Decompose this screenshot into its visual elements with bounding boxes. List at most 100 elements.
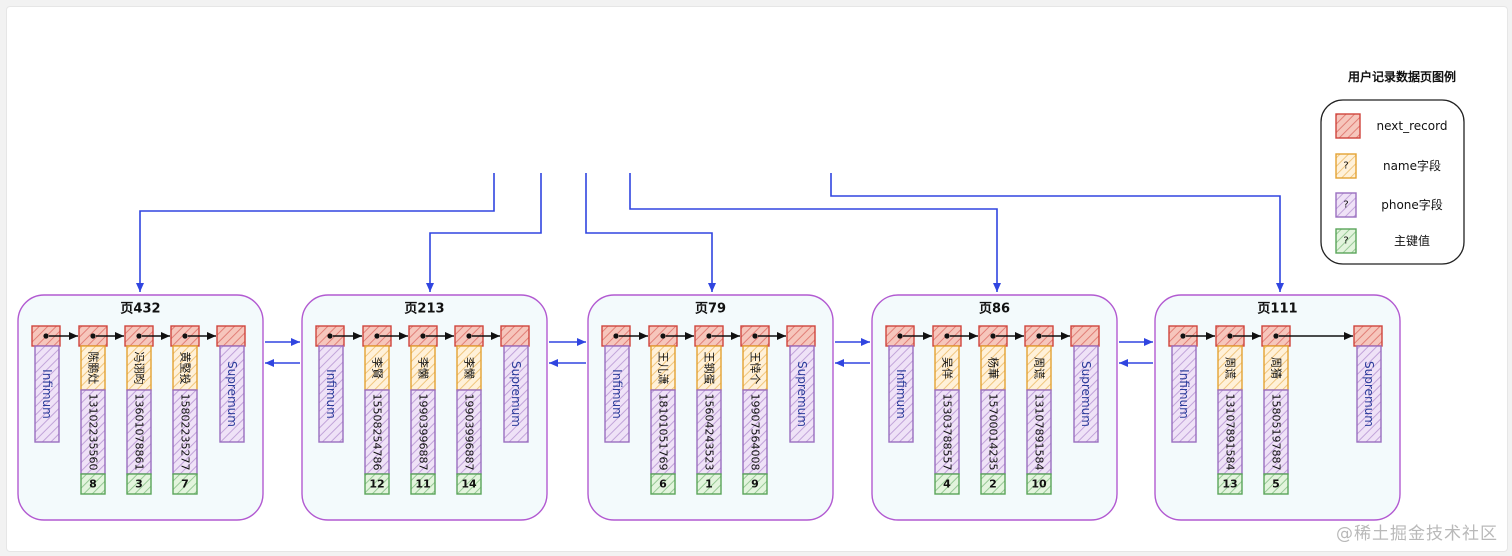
record-name-3-1: 杨華 xyxy=(987,357,1001,379)
legend-label-key: 主键值 xyxy=(1394,233,1430,248)
infimum-body-3 xyxy=(888,345,914,443)
record-key-3-0: 4 xyxy=(943,478,951,491)
record-key-0-2: 7 xyxy=(181,478,189,491)
record-key-0-0: 8 xyxy=(89,478,97,491)
record-key-3-1: 2 xyxy=(989,478,997,491)
supremum-next-3 xyxy=(1070,325,1100,347)
record-dot-1-2 xyxy=(466,333,472,339)
supremum-label-2: Supremum xyxy=(795,361,809,427)
record-phone-box-3-2 xyxy=(1026,389,1052,475)
legend-glyph-key: ? xyxy=(1343,236,1348,247)
record-phone-box-3-1 xyxy=(980,389,1006,475)
record-name-box-3-0 xyxy=(934,345,960,391)
record-key-4-1: 5 xyxy=(1272,478,1280,491)
record-key-1-0: 12 xyxy=(369,478,384,491)
record-phone-box-0-1 xyxy=(126,389,152,475)
record-dot-3-1 xyxy=(990,333,996,339)
legend-swatch-phone xyxy=(1335,192,1357,218)
record-phone-4-0: 13107891584 xyxy=(1224,394,1237,471)
record-dot-2-0 xyxy=(660,333,666,339)
record-dot-3-0 xyxy=(944,333,950,339)
legend-label-next: next_record xyxy=(1377,119,1448,133)
legend-swatch-name xyxy=(1335,153,1357,179)
record-phone-1-0: 15508254786 xyxy=(371,394,384,471)
record-name-2-1: 王钢蛋 xyxy=(703,352,716,385)
record-key-1-2: 14 xyxy=(461,478,477,491)
legend-title: 用户记录数据页图例 xyxy=(1347,69,1456,84)
legend-swatch-key xyxy=(1335,228,1357,254)
record-key-box-2-1 xyxy=(696,473,722,495)
record-key-box-1-0 xyxy=(364,473,390,495)
record-key-0-1: 3 xyxy=(135,478,143,491)
legend-box xyxy=(1320,99,1465,265)
infimum-dot-1 xyxy=(327,333,333,339)
page-title-4: 页111 xyxy=(1257,302,1297,317)
supremum-label-3: Supremum xyxy=(1079,361,1093,427)
record-phone-1-1: 19903996887 xyxy=(417,394,430,471)
supremum-body-4 xyxy=(1356,345,1382,443)
legend-glyph-phone: ? xyxy=(1343,200,1348,211)
page-title-1: 页213 xyxy=(404,302,444,317)
record-name-2-0: 王儿潇 xyxy=(657,352,670,385)
record-phone-3-1: 15700014235 xyxy=(987,394,1000,471)
record-key-2-2: 9 xyxy=(751,478,759,491)
record-phone-0-0: 13102235560 xyxy=(87,394,100,471)
record-name-0-1: 冯诩昀 xyxy=(133,352,147,385)
record-name-box-1-0 xyxy=(364,345,390,391)
record-key-box-3-2 xyxy=(1026,473,1052,495)
record-key-box-2-0 xyxy=(650,473,676,495)
supremum-body-0 xyxy=(219,345,245,443)
directory-pointer-1 xyxy=(426,173,542,292)
record-phone-box-1-1 xyxy=(410,389,436,475)
record-phone-box-0-2 xyxy=(172,389,198,475)
record-key-box-0-1 xyxy=(126,473,152,495)
record-dot-0-2 xyxy=(182,333,188,339)
record-key-box-3-1 xyxy=(980,473,1006,495)
directory-pointer-2 xyxy=(585,173,716,292)
record-key-2-1: 1 xyxy=(705,478,713,491)
page-title-2: 页79 xyxy=(695,302,726,317)
infimum-dot-2 xyxy=(613,333,619,339)
watermark: @稀土掘金技术社区 xyxy=(1336,524,1498,544)
record-dot-0-0 xyxy=(90,333,96,339)
record-name-4-0: 周谎 xyxy=(1224,357,1238,379)
infimum-label-0: Infimum xyxy=(40,369,54,419)
infimum-dot-4 xyxy=(1180,333,1186,339)
record-name-0-0: 陈鹏灶 xyxy=(87,352,101,385)
record-dot-1-0 xyxy=(374,333,380,339)
record-name-box-2-2 xyxy=(742,345,768,391)
record-key-box-3-0 xyxy=(934,473,960,495)
record-key-box-4-0 xyxy=(1217,473,1243,495)
record-phone-2-0: 18101051769 xyxy=(657,394,670,471)
record-phone-2-2: 19907564008 xyxy=(749,394,762,471)
record-key-box-1-1 xyxy=(410,473,436,495)
infimum-label-2: Infimum xyxy=(610,369,624,419)
page-title-0: 页432 xyxy=(120,302,160,317)
record-name-box-3-1 xyxy=(980,345,1006,391)
record-phone-4-1: 15805197887 xyxy=(1270,394,1283,471)
directory-pointer-0 xyxy=(136,173,495,292)
record-phone-box-4-0 xyxy=(1217,389,1243,475)
infimum-dot-3 xyxy=(897,333,903,339)
record-name-4-1: 周猜 xyxy=(1270,357,1283,379)
record-name-box-0-1 xyxy=(126,345,152,391)
record-name-3-2: 周谎 xyxy=(1033,357,1047,379)
directory-pointer-4 xyxy=(830,173,1284,292)
infimum-label-1: Infimum xyxy=(324,369,338,419)
record-key-box-4-1 xyxy=(1263,473,1289,495)
record-phone-1-2: 19903996887 xyxy=(463,394,476,471)
infimum-body-0 xyxy=(34,345,60,443)
record-dot-4-1 xyxy=(1273,333,1279,339)
legend-glyph-name: ? xyxy=(1343,161,1348,172)
record-dot-2-2 xyxy=(752,333,758,339)
record-key-box-2-2 xyxy=(742,473,768,495)
record-name-box-2-1 xyxy=(696,345,722,391)
supremum-body-1 xyxy=(503,345,529,443)
infimum-body-4 xyxy=(1171,345,1197,443)
supremum-next-1 xyxy=(500,325,530,347)
record-name-box-1-2 xyxy=(456,345,482,391)
record-key-box-0-0 xyxy=(80,473,106,495)
record-dot-2-1 xyxy=(706,333,712,339)
record-phone-3-0: 15303788557 xyxy=(941,394,954,471)
